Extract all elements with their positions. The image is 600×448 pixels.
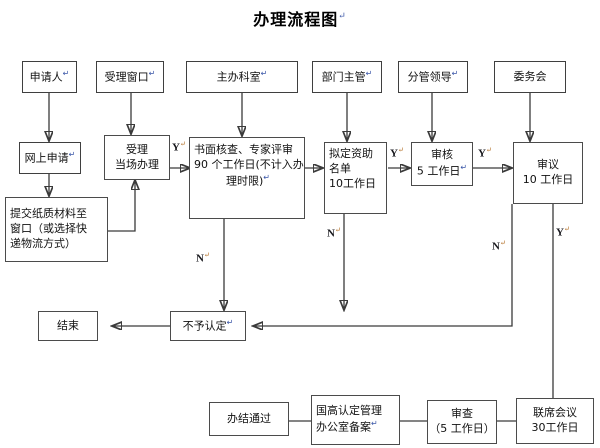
node-completed[interactable]: 办结通过 (209, 402, 289, 436)
node-deliberation-line-0: 审议 (537, 158, 559, 172)
node-online-apply[interactable]: 网上申请↵ (19, 142, 81, 174)
node-draft-list[interactable]: 拟定资助 名单 10工作日 (324, 142, 387, 214)
node-draft-list-line-2: 10工作日 (329, 176, 376, 190)
node-committee-line-0: 委务会 (513, 69, 547, 83)
node-eol-mark: ↵ (365, 68, 373, 78)
edge-label-mark: ↵ (179, 140, 186, 148)
node-joint-meeting-line-0: 联席会议 (533, 406, 577, 420)
node-eol-mark: ↵ (260, 68, 268, 78)
edge-label-mark: ↵ (563, 225, 570, 233)
node-intake-window[interactable]: 受理窗口↵ (96, 61, 164, 93)
node-host-office[interactable]: 主办科室↵ (186, 61, 298, 93)
node-audit-line-1: 5 工作日↵ (416, 163, 468, 178)
page-title: 办理流程图↵ (0, 6, 600, 30)
edge-label-text: N (196, 252, 204, 265)
node-not-recognized-line-0: 不予认定↵ (182, 317, 234, 333)
node-host-office-line-0: 主办科室↵ (216, 68, 268, 84)
node-record-office[interactable]: 国高认定管理 办公室备案↵ (311, 395, 400, 445)
node-audit-line-0: 审核 (431, 148, 453, 162)
node-record-office-line-1: 办公室备案↵ (316, 419, 378, 434)
node-review-expert[interactable]: 书面核查、专家评审 90 个工作日(不计入办 理时限)↵ (189, 137, 305, 219)
node-end[interactable]: 结束 (38, 311, 98, 341)
node-review-expert-line-2: 理时限)↵ (226, 172, 270, 188)
node-division-leader[interactable]: 分管领导↵ (398, 61, 468, 93)
node-accept-onsite-line-0: 受理 (126, 142, 148, 156)
node-accept-onsite[interactable]: 受理 当场办理 (104, 135, 170, 180)
node-joint-meeting[interactable]: 联席会议 30工作日 (516, 398, 594, 444)
edge-label-n-delib: N↵ (492, 239, 506, 253)
node-eol-mark: ↵ (148, 68, 156, 78)
node-submit-paper-line-0: 提交纸质材料至 (10, 207, 87, 221)
node-applicant-line-0: 申请人↵ (29, 68, 70, 84)
edge-label-text: Y (172, 141, 180, 154)
node-draft-list-line-1: 名单 (329, 161, 351, 175)
edge-label-mark: ↵ (485, 146, 492, 154)
node-review-expert-line-1: 90 个工作日(不计入办 (194, 157, 304, 171)
page-title-text: 办理流程图 (253, 12, 339, 29)
node-eol-mark: ↵ (460, 163, 468, 173)
edge-label-n-review: N↵ (196, 251, 210, 265)
node-examination[interactable]: 审查 （5 工作日） (427, 400, 497, 444)
node-audit[interactable]: 审核 5 工作日↵ (411, 142, 473, 186)
edge-label-y-audit-delib: Y↵ (478, 146, 492, 160)
node-eol-mark: ↵ (371, 419, 378, 429)
node-deliberation[interactable]: 审议 10 工作日 (513, 142, 583, 204)
node-eol-mark: ↵ (62, 68, 70, 78)
edge-label-text: Y (556, 226, 564, 239)
node-joint-meeting-line-1: 30工作日 (531, 421, 579, 434)
node-submit-paper[interactable]: 提交纸质材料至 窗口（或选择快 递物流方式） (5, 197, 108, 262)
node-completed-line-0: 办结通过 (227, 411, 271, 425)
node-eol-mark: ↵ (68, 149, 76, 159)
node-dept-manager-line-0: 部门主管↵ (321, 68, 373, 84)
node-draft-list-line-0: 拟定资助 (329, 147, 373, 160)
node-end-line-0: 结束 (57, 318, 79, 332)
edge-label-text: Y (390, 147, 398, 160)
edge-label-y-delib-joint: Y↵ (556, 225, 570, 239)
edge-label-n-draft: N↵ (327, 226, 341, 240)
edge-label-y-draft-audit: Y↵ (390, 146, 404, 160)
edge-label-text: Y (478, 147, 486, 160)
node-division-leader-line-0: 分管领导↵ (407, 68, 459, 84)
node-committee[interactable]: 委务会 (494, 61, 566, 93)
node-eol-mark: ↵ (226, 317, 234, 327)
node-examination-line-0: 审查 (451, 407, 473, 421)
edge-label-mark: ↵ (203, 251, 210, 259)
node-submit-paper-line-2: 递物流方式） (10, 236, 76, 250)
node-eol-mark: ↵ (263, 172, 270, 182)
node-intake-window-line-0: 受理窗口↵ (104, 68, 156, 84)
edge-label-mark: ↵ (397, 146, 404, 154)
node-eol-mark: ↵ (451, 68, 459, 78)
edge-label-text: N (492, 240, 500, 253)
edge-label-mark: ↵ (334, 226, 341, 234)
node-not-recognized[interactable]: 不予认定↵ (170, 311, 246, 341)
paragraph-mark: ↵ (338, 10, 347, 21)
edge-label-mark: ↵ (499, 239, 506, 247)
node-submit-paper-line-1: 窗口（或选择快 (10, 222, 87, 236)
edge-submit-to-accept (108, 180, 135, 232)
edge-label-text: N (327, 227, 335, 240)
node-record-office-line-0: 国高认定管理 (316, 404, 382, 418)
node-deliberation-line-1: 10 工作日 (522, 173, 574, 186)
node-accept-onsite-line-1: 当场办理 (115, 157, 159, 171)
edge-delib-n-to-notrecognized (253, 204, 513, 326)
node-applicant[interactable]: 申请人↵ (22, 61, 77, 93)
node-review-expert-line-0: 书面核查、专家评审 (194, 143, 293, 156)
node-dept-manager[interactable]: 部门主管↵ (312, 61, 382, 93)
edge-label-y-accept-review: Y↵ (172, 140, 186, 154)
node-online-apply-line-0: 网上申请↵ (24, 149, 76, 165)
node-examination-line-1: （5 工作日） (429, 422, 495, 435)
